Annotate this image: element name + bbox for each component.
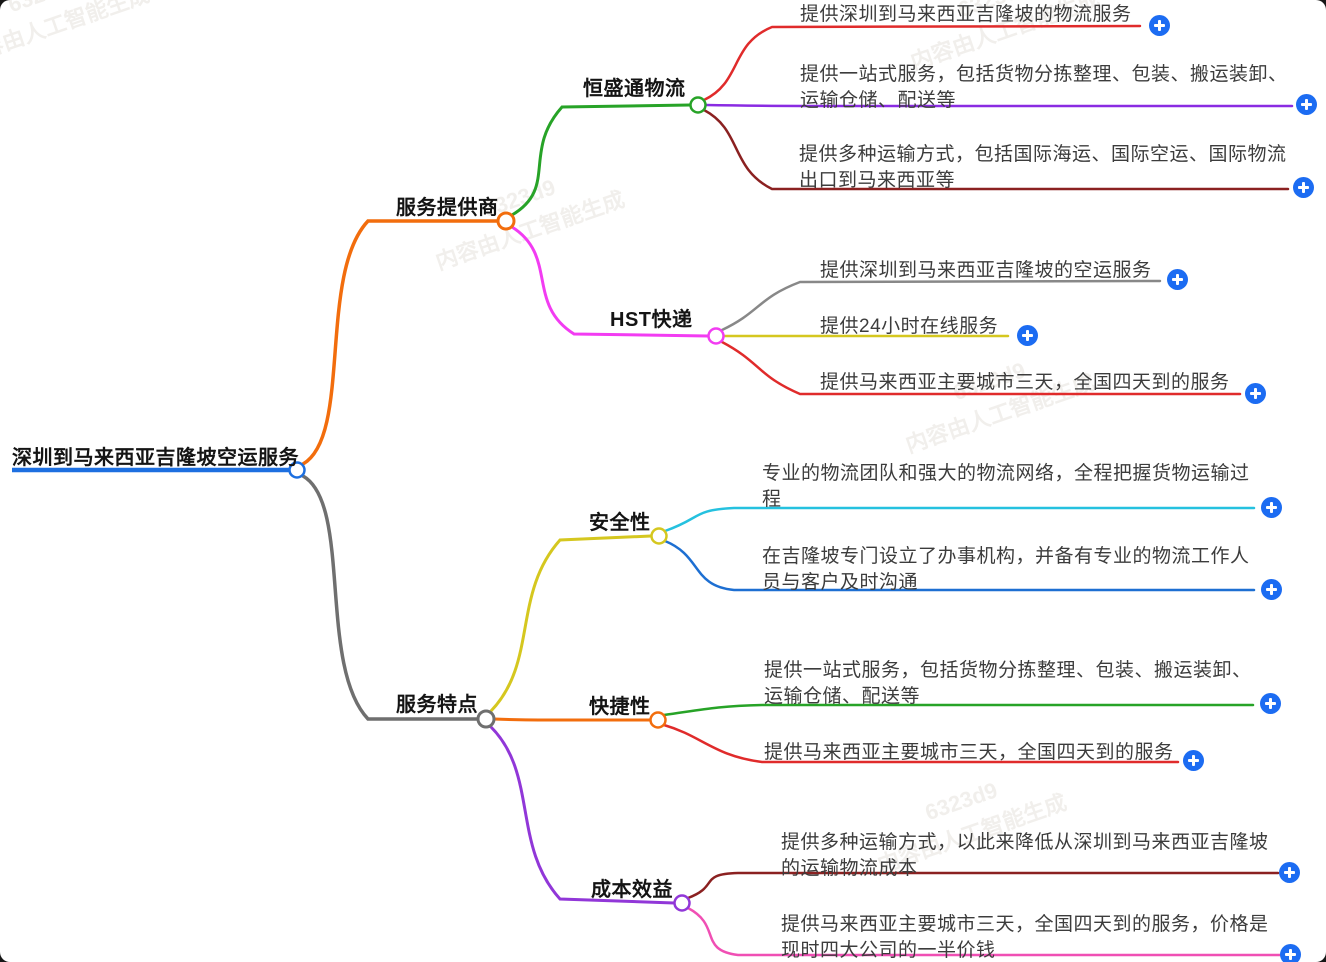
node-connector-speed[interactable] (649, 711, 667, 729)
add-button-safety-1[interactable] (1261, 497, 1282, 518)
add-button-hst-2[interactable] (1017, 325, 1038, 346)
leaf-text-line: 出口到马来西亚等 (799, 170, 956, 191)
leaf-text-line: 提供马来西亚主要城市三天，全国四天到的服务 (820, 372, 1230, 393)
add-button-heng-2[interactable] (1296, 94, 1317, 115)
watermark-text: 内容由人工智能生成 (0, 0, 153, 70)
edge-features-to-safety (489, 534, 653, 713)
leaf-text-line: 提供马来西亚主要城市三天，全国四天到的服务 (764, 742, 1174, 763)
node-root[interactable]: 深圳到马来西亚吉隆坡空运服务 (12, 447, 299, 469)
edge-root-to-features (301, 474, 480, 721)
ai-watermark: 6323d9 内容由人工智能生成 (890, 334, 1099, 463)
ai-watermark: 6323d9 内容由人工智能生成 (0, 0, 154, 74)
leaf-text-line: 运输仓储、配送等 (764, 686, 921, 707)
add-button-cost-2[interactable] (1280, 944, 1301, 962)
leaf-safety-1[interactable]: 专业的物流团队和强大的物流网络，全程把握货物运输过 程 (762, 461, 1250, 513)
leaf-text-line: 提供24小时在线服务 (820, 316, 999, 337)
node-connector-safety[interactable] (650, 527, 668, 545)
leaf-text-line: 程 (762, 489, 782, 510)
leaf-hst-1[interactable]: 提供深圳到马来西亚吉隆坡的空运服务 (820, 258, 1152, 284)
leaf-heng-2[interactable]: 提供一站式服务，包括货物分拣整理、包装、搬运装卸、 运输仓储、配送等 (800, 62, 1288, 114)
node-connector-hst[interactable] (707, 327, 725, 345)
edge-features-to-cost (489, 725, 676, 905)
add-button-safety-2[interactable] (1261, 579, 1282, 600)
leaf-text-line: 提供一站式服务，包括货物分拣整理、包装、搬运装卸、 (764, 660, 1252, 681)
leaf-safety-2[interactable]: 在吉隆坡专门设立了办事机构，并备有专业的物流工作人 员与客户及时沟通 (762, 544, 1250, 596)
leaf-heng-3[interactable]: 提供多种运输方式，包括国际海运、国际空运、国际物流 出口到马来西亚等 (799, 142, 1287, 194)
edge-features-to-speed (492, 717, 652, 722)
node-hst[interactable]: HST快递 (610, 309, 693, 331)
leaf-speed-1[interactable]: 提供一站式服务，包括货物分拣整理、包装、搬运装卸、 运输仓储、配送等 (764, 658, 1252, 710)
add-button-hst-3[interactable] (1245, 383, 1266, 404)
node-providers[interactable]: 服务提供商 (396, 197, 499, 219)
node-connector-hengshengtong[interactable] (689, 96, 707, 114)
node-safety[interactable]: 安全性 (589, 512, 651, 534)
leaf-text-line: 在吉隆坡专门设立了办事机构，并备有专业的物流工作人 (762, 546, 1250, 567)
leaf-text-line: 提供深圳到马来西亚吉隆坡的空运服务 (820, 260, 1152, 281)
edge-providers-to-hengshengtong (510, 103, 692, 217)
leaf-text-line: 提供一站式服务，包括货物分拣整理、包装、搬运装卸、 (800, 64, 1288, 85)
watermark-code: 6323d9 (479, 174, 559, 223)
leaf-text-line: 现时四大公司的一半价钱 (781, 940, 996, 961)
node-hengshengtong[interactable]: 恒盛通物流 (583, 78, 686, 100)
node-speed[interactable]: 快捷性 (589, 696, 651, 718)
node-features[interactable]: 服务特点 (396, 694, 478, 716)
watermark-code: 6323d9 (4, 0, 144, 22)
node-connector-features[interactable] (476, 709, 496, 729)
leaf-text-line: 运输仓储、配送等 (800, 90, 957, 111)
node-cost[interactable]: 成本效益 (591, 879, 673, 901)
leaf-text-line: 提供马来西亚主要城市三天，全国四天到的服务，价格是 (781, 914, 1269, 935)
leaf-text-line: 专业的物流团队和强大的物流网络，全程把握货物运输过 (762, 463, 1250, 484)
leaf-hst-2[interactable]: 提供24小时在线服务 (820, 314, 998, 340)
leaf-text-line: 的运输物流成本 (781, 858, 918, 879)
add-button-speed-2[interactable] (1183, 750, 1204, 771)
edge-root-to-providers (301, 219, 500, 466)
leaf-text-line: 提供多种运输方式，以此来降低从深圳到马来西亚吉隆坡 (781, 832, 1269, 853)
leaf-heng-1[interactable]: 提供深圳到马来西亚吉隆坡的物流服务 (800, 2, 1132, 28)
leaf-speed-2[interactable]: 提供马来西亚主要城市三天，全国四天到的服务 (764, 740, 1174, 766)
node-connector-providers[interactable] (496, 211, 516, 231)
add-button-hst-1[interactable] (1167, 269, 1188, 290)
leaf-text-line: 提供多种运输方式，包括国际海运、国际空运、国际物流 (799, 144, 1287, 165)
add-button-cost-1[interactable] (1279, 862, 1300, 883)
add-button-heng-1[interactable] (1149, 15, 1170, 36)
leaf-text-line: 员与客户及时沟通 (762, 572, 919, 593)
node-connector-cost[interactable] (673, 894, 691, 912)
add-button-heng-3[interactable] (1293, 177, 1314, 198)
leaf-cost-1[interactable]: 提供多种运输方式，以此来降低从深圳到马来西亚吉隆坡 的运输物流成本 (781, 830, 1269, 882)
leaf-text-line: 提供深圳到马来西亚吉隆坡的物流服务 (800, 4, 1132, 25)
leaf-hst-3[interactable]: 提供马来西亚主要城市三天，全国四天到的服务 (820, 370, 1230, 396)
leaf-cost-2[interactable]: 提供马来西亚主要城市三天，全国四天到的服务，价格是 现时四大公司的一半价钱 (781, 912, 1269, 962)
add-button-speed-1[interactable] (1260, 693, 1281, 714)
